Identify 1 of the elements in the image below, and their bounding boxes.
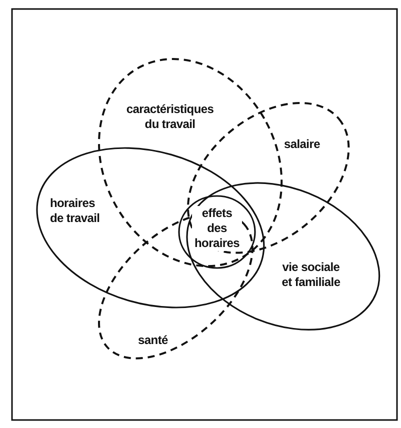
- area-label: effets des horaires: [192, 206, 242, 251]
